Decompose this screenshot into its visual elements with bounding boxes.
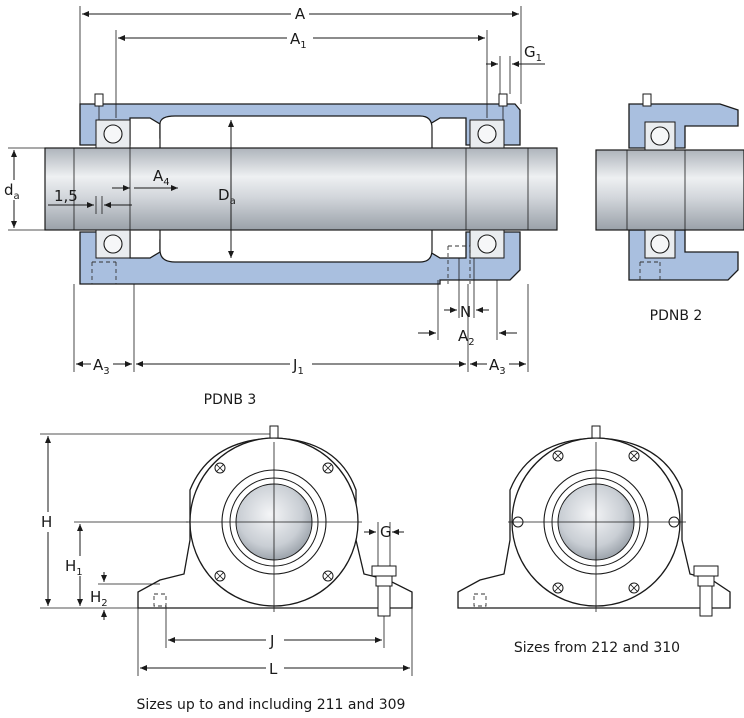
base-bolt-small: [371, 565, 397, 617]
dim-da-label: da: [4, 181, 20, 202]
dim-Da-label: Da: [218, 186, 236, 207]
flange-bolts-small: [214, 462, 334, 582]
pdnb3-section-view: A A1 G1 da 1,5 A4 Da: [2, 5, 558, 408]
caption-sizes-large: Sizes from 212 and 310: [514, 640, 680, 656]
pdnb2-section-view: PDNB 2: [595, 93, 744, 324]
dim-1-5-label: 1,5: [54, 187, 78, 205]
dim-H-label: H: [41, 513, 52, 531]
pdnb3-shaft: [44, 147, 558, 231]
pdnb3-grease-nipple-left: [94, 93, 104, 120]
base-bolt-large: [693, 565, 719, 617]
caption-pdnb2: PDNB 2: [650, 308, 703, 324]
dim-H2-label: H2: [90, 588, 108, 609]
dim-H1-label: H1: [65, 557, 83, 578]
dim-A-label: A: [295, 5, 306, 23]
caption-pdnb3: PDNB 3: [204, 392, 257, 408]
pdnb3-bearing-right: [469, 119, 505, 259]
pdnb3-grease-nipple-right: [498, 93, 508, 120]
dim-A4-label: A4: [153, 167, 170, 188]
dim-A3-left-label: A3: [93, 356, 110, 377]
front-view-small-sizes: H H1 H2 G J L Sizes up to and including …: [38, 425, 413, 713]
pdnb3-bearing-left: [95, 119, 131, 259]
dim-A2-label: A2: [458, 327, 475, 348]
dim-A1-label: A1: [290, 30, 307, 51]
dim-G1-label: G1: [524, 43, 542, 64]
front-view-large-sizes: Sizes from 212 and 310: [457, 425, 731, 656]
dim-J1-label: J1: [292, 356, 304, 377]
dim-J-label: J: [269, 632, 274, 650]
dim-G-label: G: [380, 523, 392, 541]
dim-L-label: L: [269, 660, 278, 678]
caption-sizes-small: Sizes up to and including 211 and 309: [137, 697, 406, 713]
dim-N-label: N: [460, 303, 471, 321]
dim-A3-right-label: A3: [489, 356, 506, 377]
